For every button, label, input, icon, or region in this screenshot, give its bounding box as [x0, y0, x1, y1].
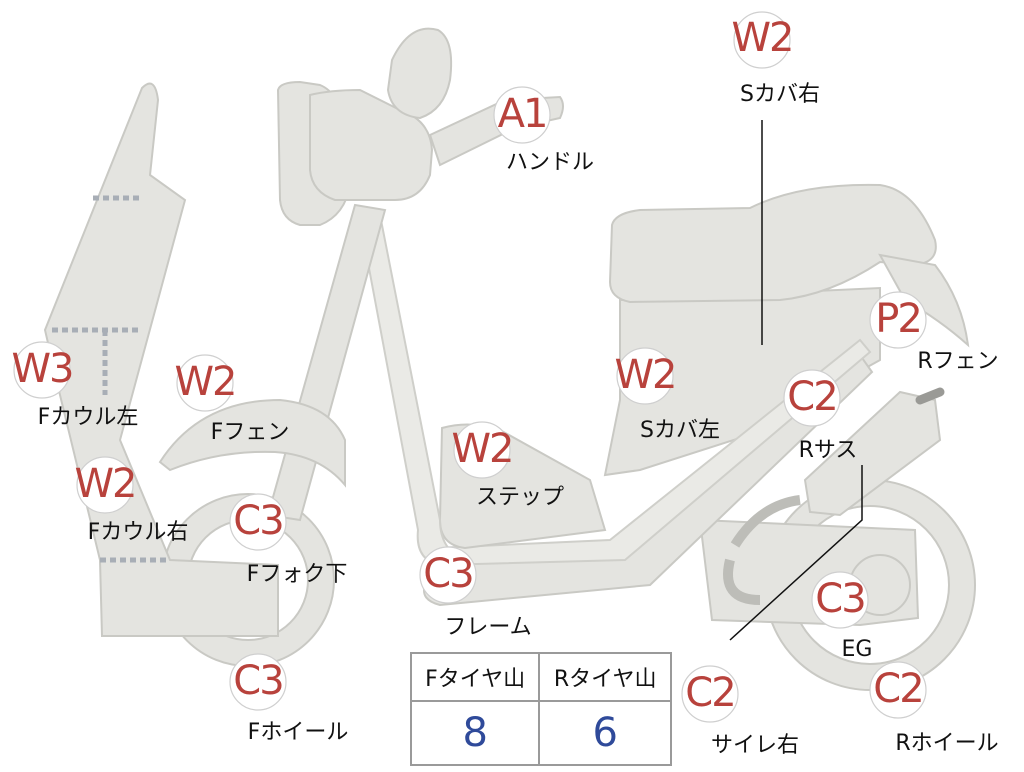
label-handle: ハンドル	[505, 150, 595, 175]
badge-rear-fender[interactable]	[869, 291, 927, 349]
badge-front-wheel[interactable]	[229, 653, 287, 711]
badge-handle[interactable]	[493, 86, 551, 144]
code-front-cowl-right: W2	[74, 461, 138, 507]
code-muffler-right: C2	[685, 670, 736, 716]
code-seat-cover-left: W2	[614, 352, 678, 398]
label-rear-fender: Rフェン	[917, 349, 999, 374]
label-seat-cover-left: Sカバ左	[640, 418, 720, 443]
code-handle: A1	[497, 91, 549, 137]
code-front-wheel: C3	[233, 658, 284, 704]
badge-seat-cover-right[interactable]	[733, 11, 791, 69]
header-rear-tire: Rタイヤ山	[538, 652, 672, 702]
code-front-fender: W2	[174, 359, 238, 405]
value-front-tire[interactable]: 8	[409, 700, 541, 766]
label-engine: EG	[841, 637, 873, 662]
label-muffler-right: サイレ右	[710, 733, 800, 758]
label-front-cowl-right: Fカウル右	[87, 520, 189, 545]
badge-muffler-right[interactable]	[681, 665, 739, 723]
front-fender-shape	[158, 398, 346, 488]
leader-muffler-right	[729, 465, 863, 641]
label-front-wheel: Fホイール	[247, 720, 349, 745]
badge-engine[interactable]	[811, 571, 869, 629]
label-frame: フレーム	[444, 615, 532, 640]
badge-frame[interactable]	[419, 546, 477, 604]
label-front-fork-lower: Fフォク下	[246, 562, 348, 587]
label-seat-cover-right: Sカバ右	[740, 82, 820, 107]
suspension-bolt-shape	[915, 387, 945, 405]
code-frame: C3	[423, 551, 474, 597]
seat-shape	[608, 183, 937, 304]
code-engine: C3	[815, 576, 866, 622]
rear-suspension-shape	[803, 390, 942, 517]
label-rear-suspension: Rサス	[798, 438, 858, 463]
exhaust-pipe-shape	[723, 558, 761, 605]
label-step: ステップ	[475, 485, 565, 510]
tire-tread-table: Fタイヤ山 Rタイヤ山 8 6	[409, 652, 672, 766]
badge-seat-cover-left[interactable]	[616, 347, 674, 405]
muffler-pipe-shape	[730, 495, 801, 548]
badge-front-cowl-left[interactable]	[13, 341, 71, 399]
code-seat-cover-right: W2	[731, 15, 795, 61]
label-front-fender: Fフェン	[210, 420, 290, 445]
mirror-shape	[386, 27, 453, 120]
header-front-tire: Fタイヤ山	[409, 652, 541, 702]
label-rear-wheel: Rホイール	[895, 731, 999, 756]
code-front-cowl-left: W3	[11, 346, 75, 392]
badge-front-cowl-right[interactable]	[76, 456, 134, 514]
badge-front-fork-lower[interactable]	[229, 493, 287, 551]
badge-step[interactable]	[453, 421, 511, 479]
value-rear-tire[interactable]: 6	[538, 700, 672, 766]
label-front-cowl-left: Fカウル左	[37, 405, 139, 430]
badge-front-fender[interactable]	[176, 354, 234, 412]
code-front-fork-lower: C3	[233, 498, 284, 544]
badge-rear-wheel[interactable]	[869, 661, 927, 719]
handle-cover-shape	[309, 88, 434, 201]
code-rear-fender: P2	[875, 296, 923, 342]
badge-rear-suspension[interactable]	[783, 369, 841, 427]
code-rear-suspension: C2	[787, 374, 838, 420]
front-fork-shape	[266, 203, 387, 522]
code-step: W2	[451, 426, 515, 472]
code-rear-wheel: C2	[873, 666, 924, 712]
